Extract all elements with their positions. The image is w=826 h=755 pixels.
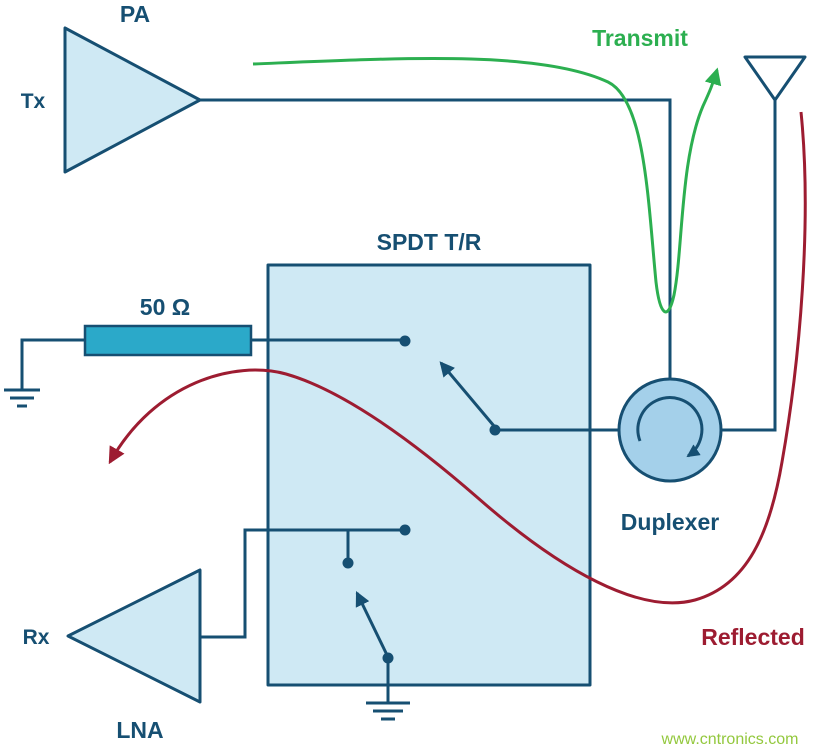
lna-label: LNA xyxy=(116,717,163,743)
spdt-label: SPDT T/R xyxy=(377,229,482,255)
pa-label: PA xyxy=(120,1,150,27)
duplexer-circulator xyxy=(617,377,723,483)
duplexer-label: Duplexer xyxy=(621,509,719,535)
top-switch-contact-dot xyxy=(399,335,411,347)
reflected-path-arrow xyxy=(108,111,807,605)
ground-symbol-bottom xyxy=(366,701,410,721)
bottom-switch-arm xyxy=(355,590,389,656)
bottom-switch-contact-dot xyxy=(399,524,411,536)
top-switch-arm xyxy=(439,361,496,427)
top-switch-common-dot xyxy=(489,424,501,436)
antenna-feed-wire xyxy=(721,100,777,432)
transmit-label: Transmit xyxy=(592,25,688,51)
termination-wire xyxy=(20,338,85,390)
spdt-switch-box xyxy=(266,263,592,687)
watermark-text: www.cntronics.com xyxy=(661,731,799,748)
transmit-path-arrow xyxy=(252,57,722,314)
ground-symbol-left xyxy=(4,388,40,408)
lna-to-switch-wire xyxy=(200,528,405,639)
lna-amplifier-triangle xyxy=(66,568,202,704)
rx-label: Rx xyxy=(23,626,50,649)
tx-label: Tx xyxy=(21,90,46,113)
resistor-label: 50 Ω xyxy=(140,294,190,320)
antenna-icon xyxy=(743,55,807,102)
pa-amplifier-triangle xyxy=(63,26,202,174)
reflected-label: Reflected xyxy=(701,624,805,650)
bottom-switch-contact2-dot xyxy=(342,557,354,569)
tx-signal-wire xyxy=(200,98,672,379)
resistor-50ohm xyxy=(83,324,253,357)
circulator-rotation-arrow xyxy=(636,396,704,458)
